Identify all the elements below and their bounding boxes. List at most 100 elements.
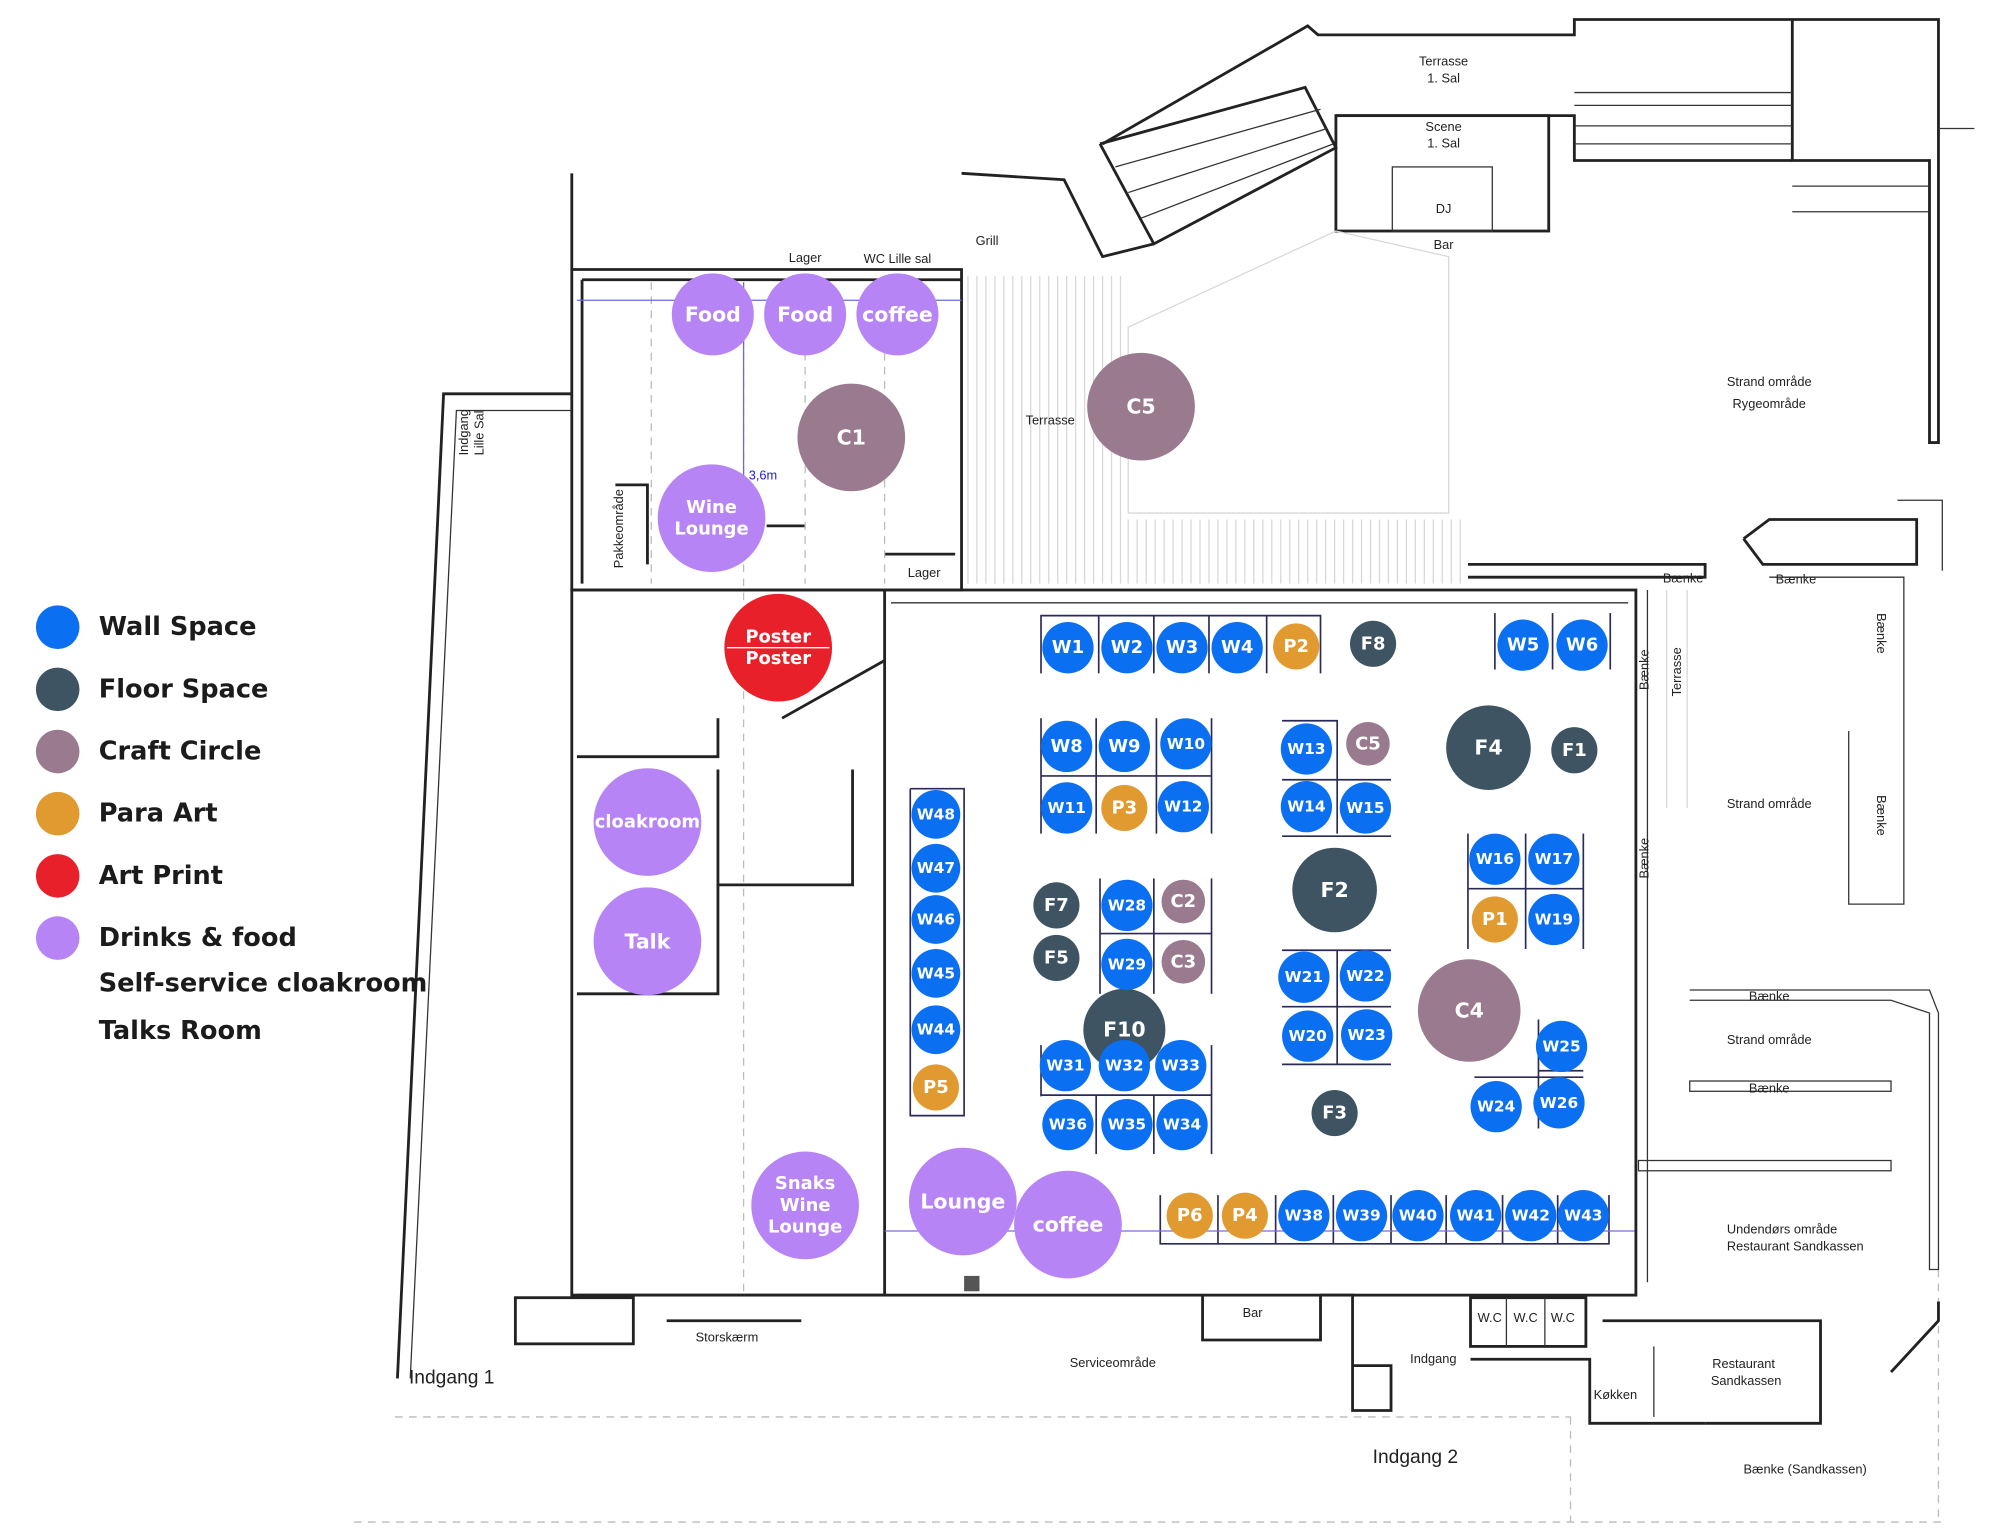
spot-circle[interactable] [1101,938,1153,990]
spot-circle[interactable] [1101,784,1148,832]
spot-w5[interactable]: W5 [1497,619,1549,671]
spot-circle[interactable] [1041,720,1093,773]
spot-circle[interactable] [1469,833,1521,885]
spot-f1[interactable]: F1 [1551,727,1598,774]
spot-w35[interactable]: W35 [1101,1098,1153,1151]
spot-circle[interactable] [1528,833,1580,885]
spot-circle[interactable] [1042,622,1094,674]
spot-w40[interactable]: W40 [1392,1190,1444,1242]
spot-w46[interactable]: W46 [911,895,961,944]
spot-circle[interactable] [911,948,961,998]
spot-lounge[interactable]: Lounge [908,1147,1017,1256]
spot-p1[interactable]: P1 [1471,896,1518,943]
spot-w34[interactable]: W34 [1156,1098,1208,1151]
spot-circle[interactable] [1470,1081,1522,1133]
spot-circle[interactable] [1211,622,1263,674]
spot-f7[interactable]: F7 [1033,882,1080,929]
spot-cloakroom[interactable]: cloakroom [593,768,702,876]
spot-circle[interactable] [1161,879,1206,924]
spot-circle[interactable] [1556,619,1608,671]
spot-w41[interactable]: W41 [1450,1190,1502,1242]
spot-circle[interactable] [1157,781,1209,833]
spot-f3[interactable]: F3 [1311,1090,1358,1137]
spot-circle[interactable] [1087,352,1195,461]
spot-w33[interactable]: W33 [1155,1040,1207,1092]
spot-circle[interactable] [1166,1192,1213,1239]
spot-w2[interactable]: W2 [1101,622,1153,674]
spot-circle[interactable] [593,768,702,876]
spot-p5[interactable]: P5 [912,1064,959,1111]
spot-f2[interactable]: F2 [1292,847,1377,933]
spot-circle[interactable] [1161,940,1206,984]
spot-w28[interactable]: W28 [1101,879,1153,932]
spot-w21[interactable]: W21 [1278,951,1330,1003]
spot-w43[interactable]: W43 [1557,1190,1609,1242]
spot-circle[interactable] [1033,882,1080,929]
spot-circle[interactable] [764,273,847,356]
spot-circle[interactable] [1155,1040,1207,1092]
spot-circle[interactable] [1273,623,1320,670]
spot-circle[interactable] [911,895,961,944]
spot-w25[interactable]: W25 [1535,1020,1588,1073]
spot-w11[interactable]: W11 [1041,782,1093,834]
spot-circle[interactable] [911,790,961,839]
spot-circle[interactable] [1041,782,1093,834]
spot-c5[interactable]: C5 [1087,352,1195,461]
spot-circle[interactable] [1042,1098,1094,1151]
spot-f4[interactable]: F4 [1446,705,1531,790]
spot-circle[interactable] [1278,951,1330,1003]
spot-circle[interactable] [1335,1190,1388,1242]
spot-circle[interactable] [1535,1020,1588,1073]
spot-circle[interactable] [1392,1190,1444,1242]
spot-w19[interactable]: W19 [1528,893,1580,946]
spot-circle[interactable] [908,1147,1017,1256]
spot-c2[interactable]: C2 [1161,879,1206,924]
spot-circle[interactable] [797,383,906,492]
spot-w36[interactable]: W36 [1042,1098,1094,1151]
spot-w38[interactable]: W38 [1278,1190,1330,1242]
spot-w17[interactable]: W17 [1528,833,1580,885]
spot-w44[interactable]: W44 [911,1005,961,1055]
spot-circle[interactable] [1156,622,1208,674]
spot-coffee[interactable]: coffee [856,273,939,356]
spot-c1[interactable]: C1 [797,383,906,492]
spot-c5[interactable]: C5 [1346,722,1390,766]
spot-w31[interactable]: W31 [1039,1040,1092,1092]
spot-circle[interactable] [1221,1192,1268,1239]
spot-circle[interactable] [1098,720,1150,773]
spot-circle[interactable] [1039,1040,1092,1092]
spot-circle[interactable] [1505,1190,1557,1242]
spot-w32[interactable]: W32 [1098,1040,1150,1092]
spot-food[interactable]: Food [671,273,754,356]
spot-circle[interactable] [856,273,939,356]
spot-w10[interactable]: W10 [1160,718,1212,770]
spot-coffee[interactable]: coffee [1014,1170,1122,1279]
spot-circle[interactable] [1278,1190,1330,1242]
spot-circle[interactable] [671,273,754,356]
spot-food[interactable]: Food [764,273,847,356]
spot-circle[interactable] [911,1005,961,1055]
spot-circle[interactable] [1280,723,1333,775]
spot-circle[interactable] [1098,1040,1150,1092]
spot-w3[interactable]: W3 [1156,622,1208,674]
spot-circle[interactable] [1346,722,1390,766]
spot-w45[interactable]: W45 [911,948,961,998]
spot-circle[interactable] [1101,879,1153,932]
spot-circle[interactable] [1339,950,1392,1002]
spot-circle[interactable] [1497,619,1549,671]
spot-circle[interactable] [1533,1077,1585,1129]
spot-w9[interactable]: W9 [1098,720,1150,773]
spot-w13[interactable]: W13 [1280,723,1333,775]
spot-circle[interactable] [911,843,961,893]
spot-circle[interactable] [1551,727,1598,774]
spot-w15[interactable]: W15 [1339,782,1392,834]
spot-w48[interactable]: W48 [911,790,961,839]
spot-w39[interactable]: W39 [1335,1190,1388,1242]
spot-p2[interactable]: P2 [1273,623,1320,670]
spot-p4[interactable]: P4 [1221,1192,1268,1239]
spot-w14[interactable]: W14 [1280,781,1333,833]
spot-circle[interactable] [1156,1098,1208,1151]
